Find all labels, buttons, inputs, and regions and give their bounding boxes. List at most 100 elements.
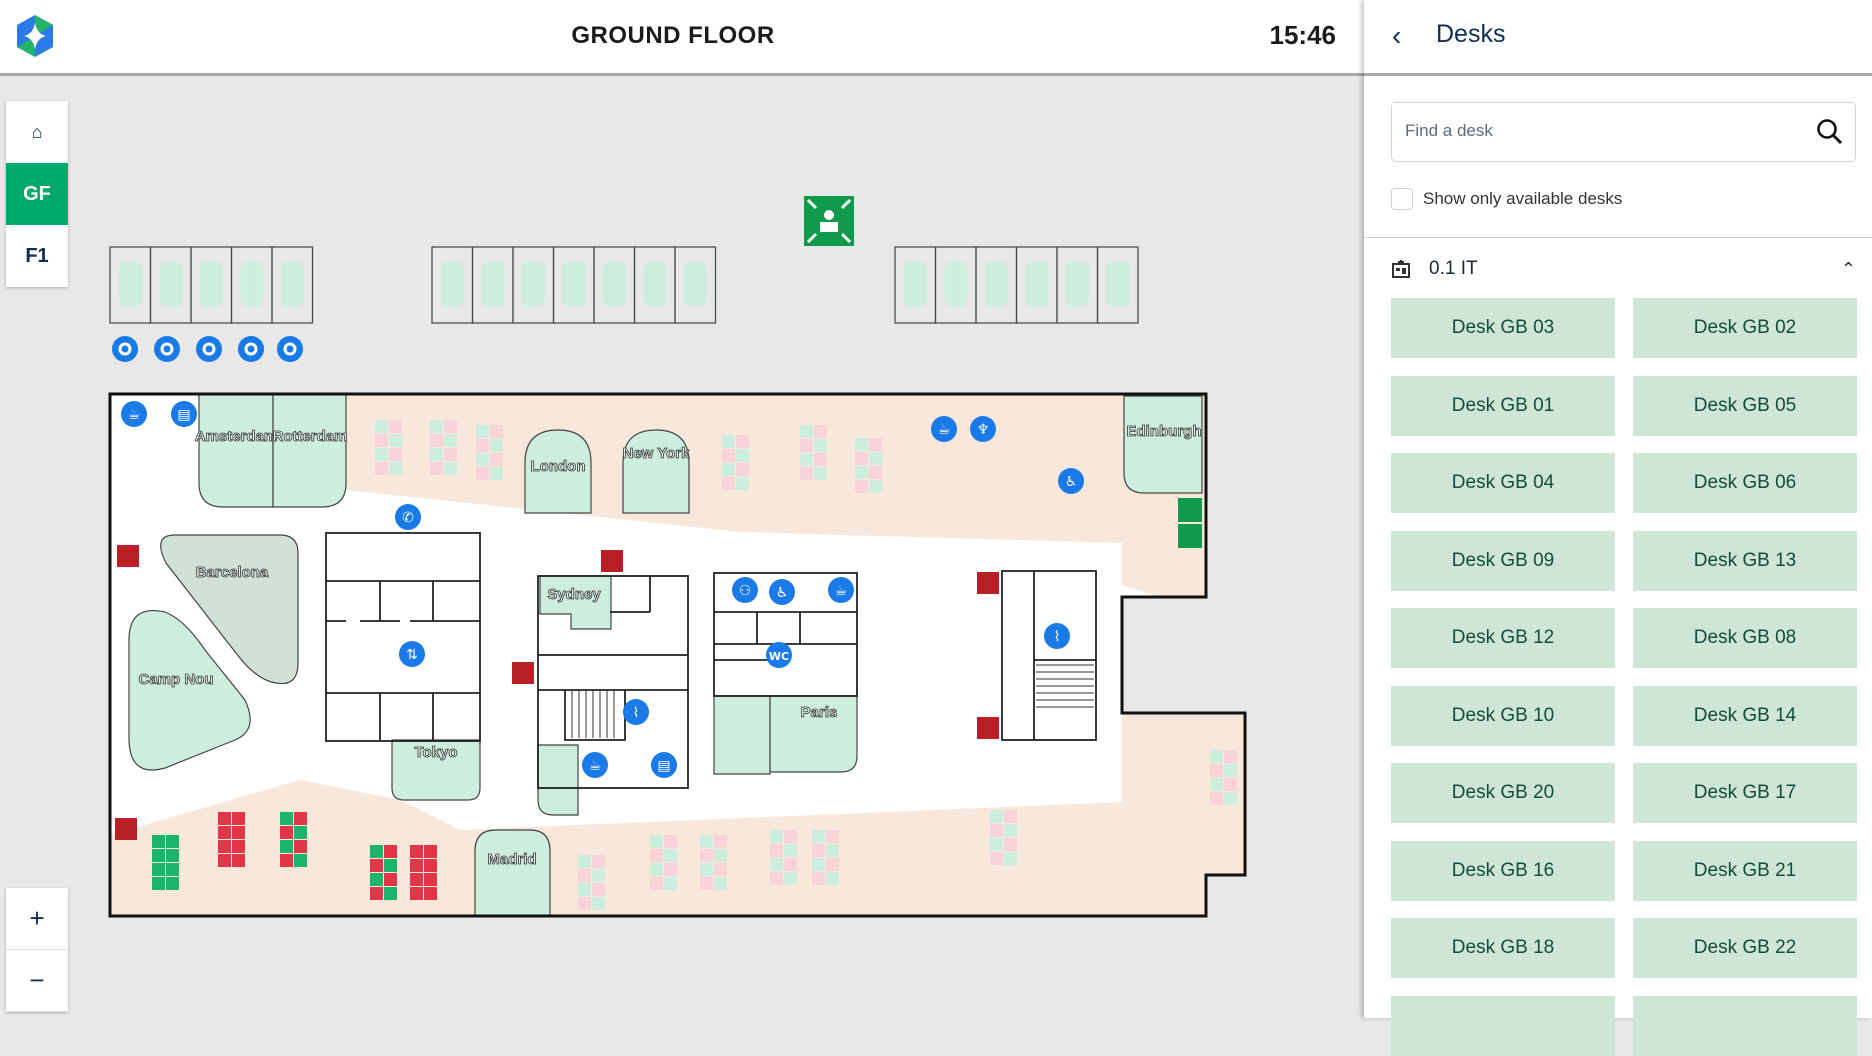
- home-icon: ⌂: [31, 121, 43, 142]
- printer-icon[interactable]: [651, 752, 677, 778]
- desk-cluster[interactable]: [152, 835, 179, 890]
- room-new-york[interactable]: [622, 429, 690, 514]
- desk-button[interactable]: Desk GB 20: [1391, 763, 1615, 823]
- desk-cluster[interactable]: [722, 435, 749, 490]
- desk-slot[interactable]: [271, 246, 314, 324]
- desk-button[interactable]: Desk GB 21: [1633, 840, 1857, 901]
- desk-search-input[interactable]: [1392, 103, 1792, 159]
- wc-label[interactable]: [1058, 468, 1084, 494]
- checkbox[interactable]: [1391, 188, 1413, 210]
- printer-icon[interactable]: [171, 401, 197, 427]
- wc-label-glyph: ♿: [1065, 474, 1078, 490]
- desk-button[interactable]: Desk GB 04: [1391, 453, 1615, 513]
- desk-button[interactable]: Desk GB 01: [1391, 375, 1615, 436]
- desk-cluster[interactable]: [218, 812, 245, 867]
- room-tokyo[interactable]: [391, 739, 481, 801]
- desk-cluster[interactable]: [770, 830, 797, 885]
- printer-icon-glyph: ▤: [657, 758, 670, 774]
- desk-button[interactable]: [1633, 995, 1857, 1056]
- desk-button[interactable]: Desk GB 14: [1633, 685, 1857, 746]
- desk-button[interactable]: Desk GB 08: [1633, 608, 1857, 668]
- desk-button[interactable]: [1391, 995, 1615, 1056]
- coffee-icon[interactable]: [828, 577, 854, 603]
- desk-slot[interactable]: [1096, 246, 1139, 324]
- desk-cluster[interactable]: [1210, 750, 1237, 805]
- room-barcelona: [160, 534, 299, 685]
- desk-button[interactable]: Desk GB 13: [1633, 530, 1857, 591]
- room-paris-a[interactable]: [713, 695, 771, 775]
- available-desks-checkbox[interactable]: Show only available desks: [1391, 188, 1622, 210]
- wc-label-glyph: ⚇: [739, 583, 752, 599]
- fire-extinguisher-icon: [977, 572, 999, 594]
- coffee-icon-glyph: ☕: [835, 583, 848, 599]
- panel-title: Desks: [1436, 20, 1506, 48]
- available-desk-chair: [904, 262, 927, 306]
- floor-map[interactable]: Amsterdam Rotterdam London New York Edin…: [0, 79, 1364, 1018]
- stairs-icon[interactable]: [623, 699, 649, 725]
- coffee-icon[interactable]: [121, 401, 147, 427]
- desk-button[interactable]: Desk GB 16: [1391, 840, 1615, 901]
- home-button[interactable]: ⌂: [6, 101, 68, 163]
- desks-panel: ‹ Desks Show only available desks 0.1 IT…: [1364, 0, 1872, 1056]
- divider: [1364, 237, 1872, 238]
- wc-label[interactable]: [732, 577, 758, 603]
- desk-button[interactable]: Desk GB 09: [1391, 530, 1615, 591]
- floor-gf-button[interactable]: GF: [6, 163, 68, 225]
- desk-button[interactable]: Desk GB 17: [1633, 763, 1857, 823]
- desk-cluster[interactable]: [812, 830, 839, 885]
- desk-cluster[interactable]: [650, 835, 677, 890]
- chevron-left-icon[interactable]: ‹: [1392, 20, 1402, 51]
- desk-button[interactable]: Desk GB 02: [1633, 298, 1857, 358]
- desk-cluster[interactable]: [578, 855, 605, 910]
- search-icon[interactable]: [1815, 117, 1845, 147]
- desk-button[interactable]: Desk GB 22: [1633, 918, 1857, 978]
- room-label: Barcelona: [196, 564, 269, 581]
- desk-search: [1391, 102, 1856, 162]
- desk-cluster[interactable]: [855, 438, 882, 493]
- room-amsterdam[interactable]: [198, 393, 274, 508]
- wc-label[interactable]: [766, 642, 792, 668]
- desk-cluster[interactable]: [370, 845, 397, 900]
- coffee-icon-glyph: ☕: [128, 407, 141, 423]
- available-desk-chair: [159, 262, 183, 306]
- desk-cluster[interactable]: [800, 425, 827, 480]
- desk-cluster[interactable]: [430, 420, 457, 475]
- desk-cluster[interactable]: [410, 845, 437, 900]
- room-small[interactable]: [537, 744, 579, 816]
- room-paris[interactable]: [769, 695, 858, 773]
- desk-button[interactable]: Desk GB 12: [1391, 608, 1615, 668]
- group-header-0-1-it[interactable]: 0.1 IT ⌃: [1391, 252, 1856, 286]
- zoom-out-button[interactable]: −: [6, 950, 68, 1012]
- desk-button[interactable]: Desk GB 05: [1633, 375, 1857, 436]
- available-desk-chair: [603, 262, 626, 306]
- available-desk-chair: [200, 262, 223, 306]
- zoom-in-button[interactable]: +: [6, 888, 68, 950]
- fire-extinguisher-icon: [115, 818, 137, 840]
- wc-label[interactable]: [769, 579, 795, 605]
- desk-cluster[interactable]: [280, 812, 307, 867]
- coffee-icon[interactable]: [931, 416, 957, 442]
- elevator-icon[interactable]: [399, 641, 425, 667]
- room-rotterdam[interactable]: [272, 393, 347, 508]
- desk-button[interactable]: Desk GB 03: [1391, 298, 1615, 358]
- app-logo: [17, 15, 53, 57]
- stairs-icon[interactable]: [1044, 623, 1070, 649]
- room-edinburgh[interactable]: [1123, 395, 1203, 494]
- room-camp-nou[interactable]: [128, 610, 251, 771]
- desk-cluster[interactable]: [990, 810, 1017, 865]
- desk-button[interactable]: Desk GB 18: [1391, 918, 1615, 978]
- desk-slot[interactable]: [674, 246, 717, 324]
- desk-cluster[interactable]: [476, 425, 503, 480]
- coffee-icon[interactable]: [582, 752, 608, 778]
- desk-button[interactable]: Desk GB 06: [1633, 453, 1857, 513]
- room-london[interactable]: [524, 429, 592, 514]
- chevron-up-icon[interactable]: ⌃: [1840, 258, 1856, 279]
- desk-cluster[interactable]: [375, 420, 402, 475]
- phone-icon[interactable]: [395, 504, 421, 530]
- desk-group: [894, 246, 1139, 324]
- desk-cluster[interactable]: [700, 835, 727, 890]
- floor-f1-button[interactable]: F1: [25, 244, 49, 267]
- desk-button[interactable]: Desk GB 10: [1391, 685, 1615, 746]
- restaurant-icon[interactable]: [970, 416, 996, 442]
- room-madrid[interactable]: [474, 829, 551, 917]
